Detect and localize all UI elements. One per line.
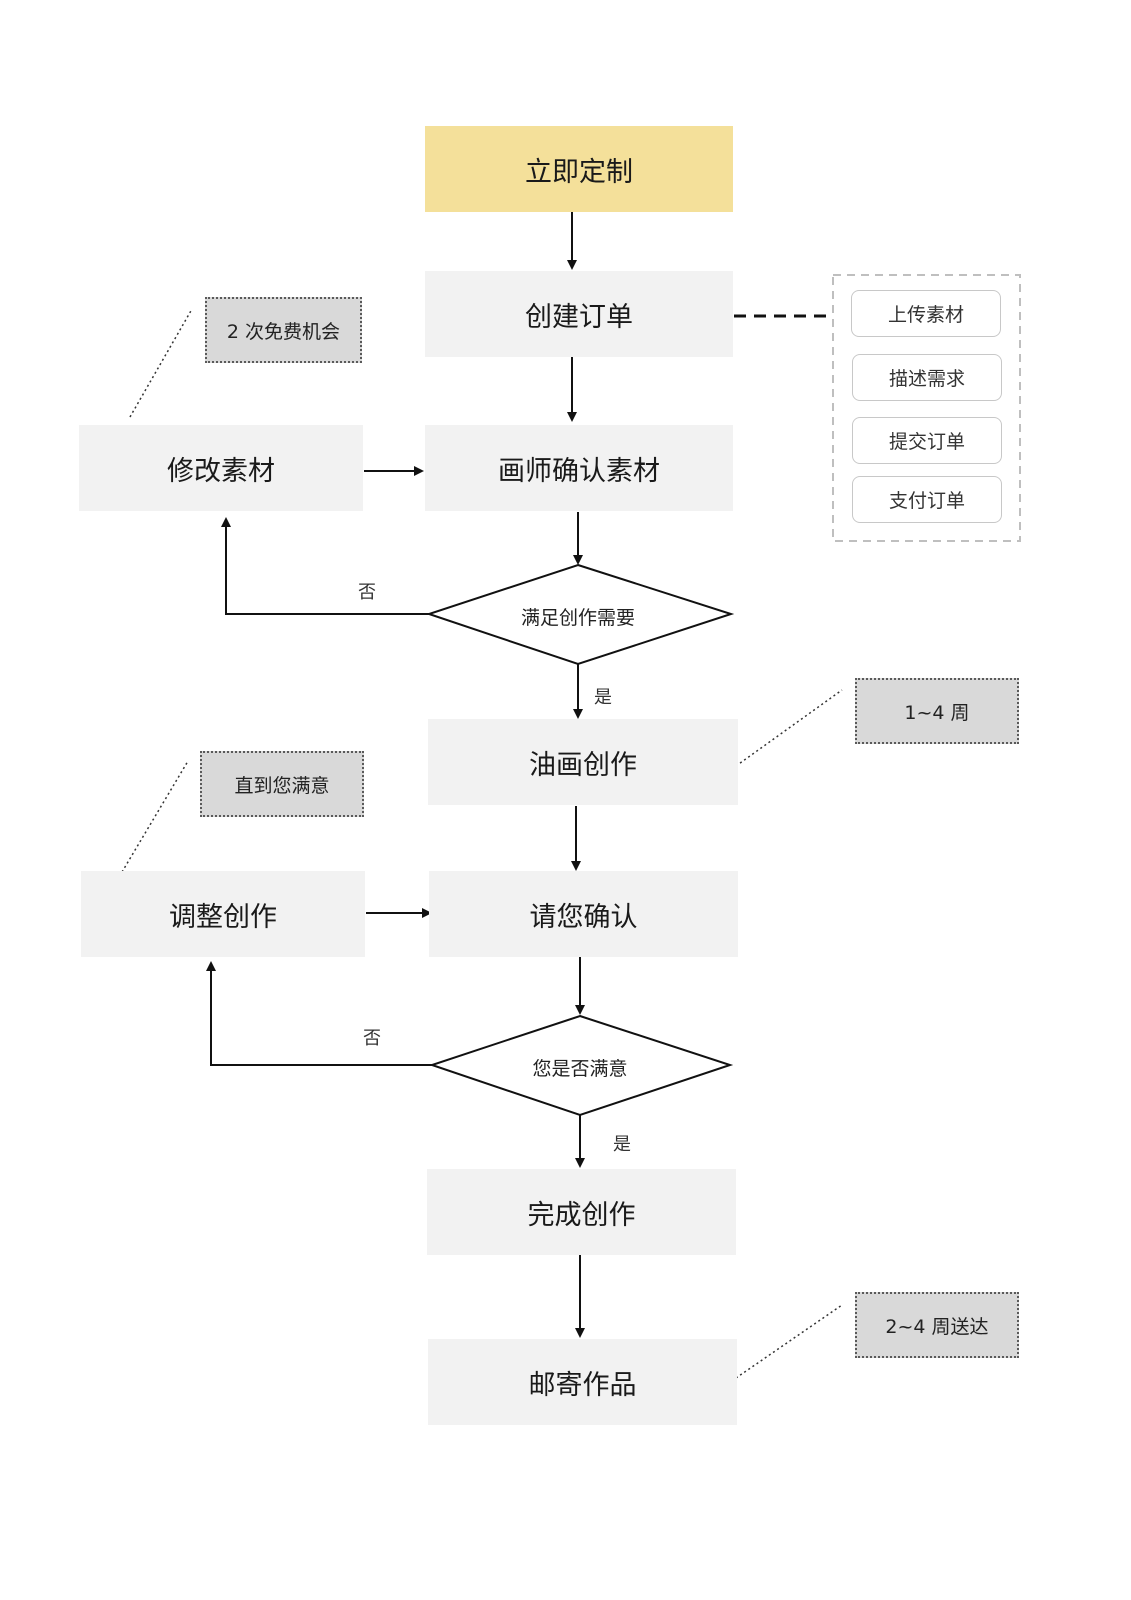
step-adjust: 调整创作	[81, 871, 365, 957]
arrow-decision1-no	[221, 517, 430, 615]
note-weeks: 1~4 周	[855, 678, 1019, 744]
decision-diamond-meet-needs	[425, 563, 735, 666]
substep-describe: 描述需求	[852, 354, 1002, 401]
decision-diamond-satisfied	[428, 1014, 734, 1117]
branch-label-no-2: 否	[363, 1028, 381, 1049]
note-link-free-chances	[129, 308, 193, 418]
arrow-decision2-no	[206, 961, 432, 1066]
substep-submit: 提交订单	[852, 417, 1002, 464]
substeps-group-border	[832, 274, 1021, 542]
branch-label-yes-1: 是	[594, 687, 612, 708]
note-until-satisfied: 直到您满意	[200, 751, 364, 817]
decision-label-satisfied: 您是否满意	[532, 1058, 628, 1080]
step-please-confirm: 请您确认	[429, 871, 738, 957]
step-ship: 邮寄作品	[428, 1339, 737, 1425]
step-complete: 完成创作	[427, 1169, 736, 1255]
note-link-weeks	[735, 689, 843, 767]
substep-upload: 上传素材	[851, 290, 1001, 337]
substep-pay: 支付订单	[852, 476, 1002, 523]
step-create-order: 创建订单	[425, 271, 733, 357]
branch-label-no-1: 否	[358, 582, 376, 603]
step-modify-material: 修改素材	[79, 425, 363, 511]
note-link-until-satisfied	[121, 760, 189, 873]
decision-label-meet-needs: 满足创作需要	[520, 607, 635, 629]
step-painting: 油画创作	[428, 719, 738, 805]
branch-label-yes-2: 是	[613, 1134, 631, 1155]
note-link-ship-weeks	[735, 1304, 843, 1379]
step-start: 立即定制	[425, 126, 733, 212]
note-ship-weeks: 2~4 周送达	[855, 1292, 1019, 1358]
step-confirm-material: 画师确认素材	[425, 425, 733, 511]
note-free-chances: 2 次免费机会	[205, 297, 362, 363]
